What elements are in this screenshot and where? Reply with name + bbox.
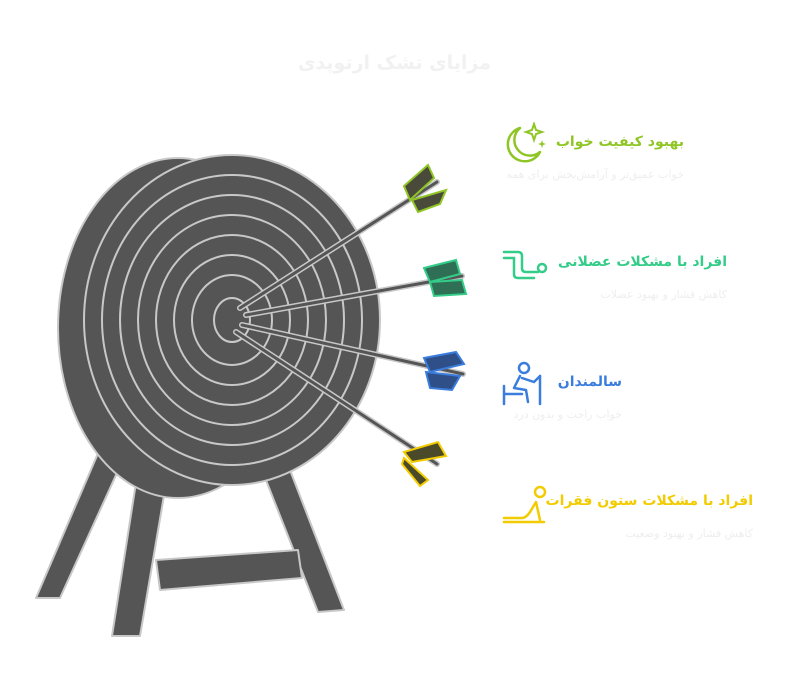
benefit-heading: افراد با مشکلات عضلانی <box>558 254 727 270</box>
benefit-item-elderly: سالمندان خواب راحت و بدون درد <box>514 374 623 421</box>
benefit-item-muscle-problems: افراد با مشکلات عضلانی کاهش فشار و بهبود… <box>558 254 727 301</box>
stretching-person-icon <box>502 485 547 524</box>
benefit-description: خواب عمیق‌تر و آرامش‌بخش برای همه <box>506 168 684 181</box>
moon-stars-icon <box>506 122 546 163</box>
target-face <box>83 154 381 486</box>
page-title: مزایای تشک ارتوپدی <box>298 52 491 74</box>
arrow-2 <box>243 258 468 318</box>
seated-elder-icon <box>502 361 542 406</box>
lying-person-icon <box>502 250 548 280</box>
benefit-description: کاهش فشار و بهبود وضعیت <box>625 527 753 540</box>
arrow-4 <box>233 329 448 488</box>
arrow-1 <box>237 163 448 311</box>
benefit-item-spine-problems: افراد با مشکلات ستون فقرات کاهش فشار و ب… <box>546 493 753 540</box>
benefit-description: کاهش فشار و بهبود عضلات <box>600 288 728 301</box>
arrow-3 <box>239 322 466 392</box>
benefit-heading: افراد با مشکلات ستون فقرات <box>545 493 753 509</box>
benefit-item-sleep-quality: بهبود کیفیت خواب خواب عمیق‌تر و آرامش‌بخ… <box>506 134 684 181</box>
benefit-heading: سالمندان <box>557 374 622 390</box>
benefit-description: خواب راحت و بدون درد <box>513 408 623 421</box>
benefit-heading: بهبود کیفیت خواب <box>555 134 684 150</box>
